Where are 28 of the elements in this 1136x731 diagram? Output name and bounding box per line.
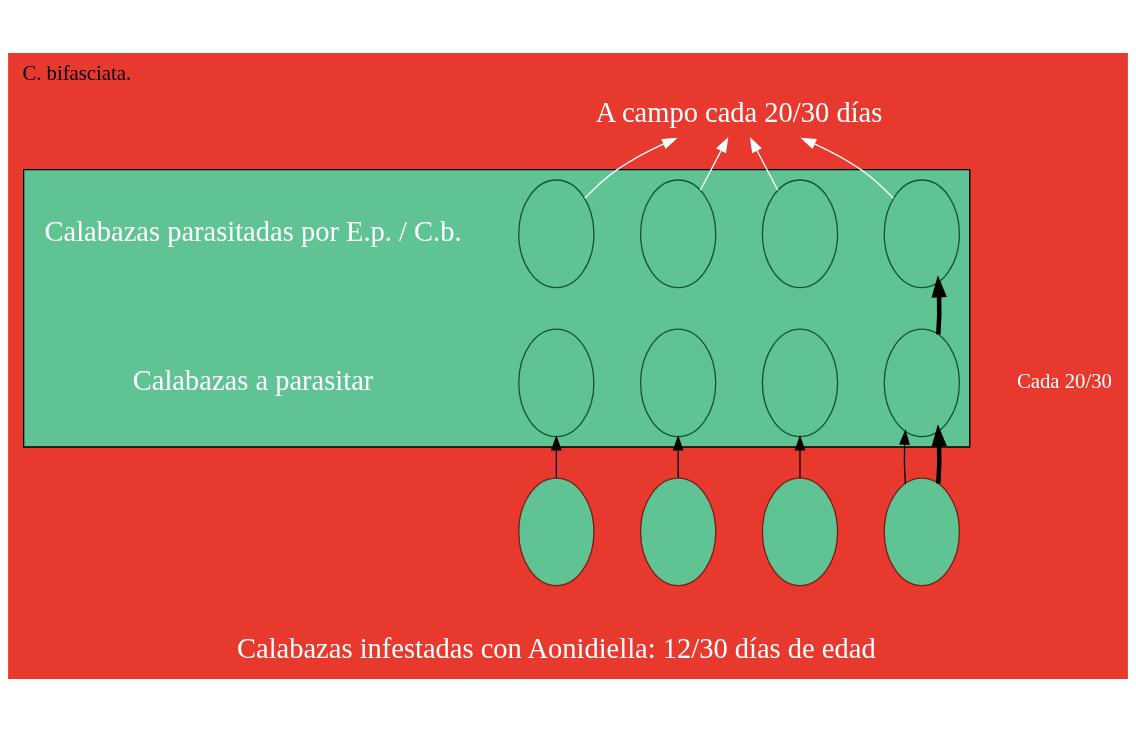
- node-ellipse: [761, 476, 839, 586]
- label: Calabazas a parasitar: [132, 364, 374, 396]
- node-ellipse: [518, 327, 595, 437]
- node-ellipse: [883, 476, 961, 586]
- node-ellipse: [518, 476, 595, 586]
- diagram-title: C. bifasciata.: [22, 61, 132, 84]
- arrow: [550, 434, 562, 478]
- node-ellipse: [639, 476, 717, 586]
- arrow: [672, 434, 684, 478]
- arrow: [800, 137, 894, 199]
- arrow: [931, 423, 947, 484]
- node-ellipse: [639, 178, 717, 288]
- node-ellipse: [639, 327, 717, 437]
- arrow: [794, 434, 806, 478]
- label: Calabazas parasitadas por E.p. / C.b.: [44, 215, 462, 247]
- arrow: [931, 274, 947, 335]
- node-ellipse: [883, 178, 961, 288]
- arrow: [584, 137, 678, 199]
- arrow: [749, 136, 779, 191]
- node-ellipse: [883, 327, 961, 437]
- arrow: [699, 136, 729, 191]
- node-ellipse: [518, 178, 595, 288]
- label: Cada 20/30: [1016, 369, 1112, 392]
- node-ellipse: [761, 178, 839, 288]
- node-text: A campo cada 20/30 días: [595, 96, 883, 128]
- node-ellipse: [761, 327, 839, 437]
- arrow: [899, 428, 910, 484]
- label: Calabazas infestadas con Aonidiella: 12/30 días de edad: [236, 632, 876, 664]
